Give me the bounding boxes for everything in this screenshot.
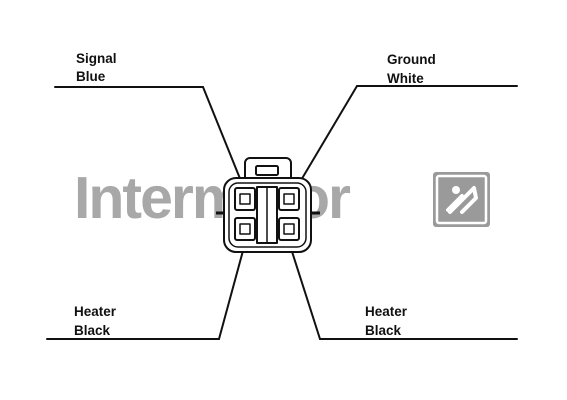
wire-ground-white — [296, 85, 518, 188]
label-ground: Ground — [387, 52, 436, 67]
label-heater-left: Heater — [74, 304, 117, 319]
intermotor-logo-icon — [433, 172, 490, 227]
label-blue: Blue — [76, 69, 106, 84]
label-black-left: Black — [74, 323, 111, 338]
connector-plug-icon — [216, 157, 320, 253]
label-white: White — [387, 71, 424, 86]
wire-signal-blue — [54, 86, 244, 187]
label-heater-right: Heater — [365, 304, 408, 319]
label-signal: Signal — [76, 51, 117, 66]
label-black-right: Black — [365, 323, 402, 338]
wire-heater-black-right — [286, 235, 518, 340]
wire-heater-black-left — [46, 235, 248, 340]
